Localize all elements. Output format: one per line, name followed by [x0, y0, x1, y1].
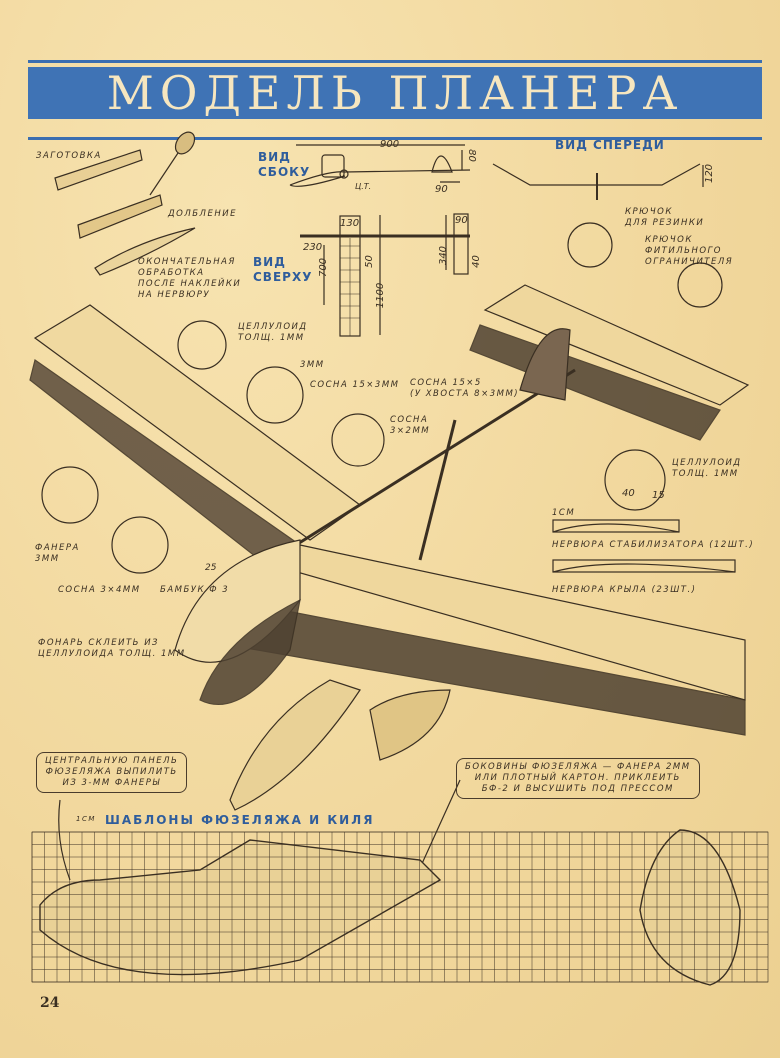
detail-pine-circle — [331, 413, 385, 467]
dim-celluloid-width: 15 — [652, 490, 665, 501]
front-view-drawing — [492, 163, 704, 200]
dim-half-span: 700 — [318, 257, 330, 278]
templates-heading: ШАБЛОНЫ ФЮЗЕЛЯЖА И КИЛЯ — [105, 813, 375, 827]
stab-rib-drawing — [552, 519, 680, 533]
label-pine-15x5: СОСНА 15×5(У ХВОСТА 8×3мм) — [410, 378, 520, 399]
wing-rib-drawing — [552, 559, 736, 573]
dim-wing-chord: 130 — [340, 218, 360, 229]
detail-hook-circle — [567, 222, 613, 268]
label-blank: ЗАГОТОВКА — [36, 151, 102, 161]
detail-spar-circle — [246, 366, 304, 424]
dim-length: 900 — [380, 139, 400, 150]
templates-scale: 1см — [76, 815, 96, 823]
label-chiseling: ДОЛБЛЕНИЕ — [168, 209, 237, 219]
label-wing-rib: НЕРВЮРА КРЫЛА (23шт.) — [552, 585, 697, 595]
dim-span: 1100 — [375, 282, 387, 309]
dim-fin-chord: 90 — [435, 184, 448, 195]
detail-celluloid2-circle — [604, 449, 666, 511]
dim-stab-chord: 90 — [455, 215, 468, 226]
side-view-drawing — [289, 144, 471, 187]
rib-blank-drawing — [54, 149, 143, 191]
label-stab-rib: НЕРВЮРА СТАБИЛИЗАТОРА (12шт.) — [552, 540, 755, 550]
dim-celluloid-length: 40 — [622, 488, 635, 499]
label-pine-3x4: СОСНА 3×4мм — [58, 585, 141, 595]
detail-limiter-circle — [677, 262, 723, 308]
dim-fin-height: 80 — [465, 149, 477, 162]
dim-rib-spacing: 50 — [363, 255, 375, 268]
fin-template — [639, 829, 741, 986]
detail-pine34-circle — [111, 516, 169, 574]
label-plywood: ФАНЕРА3мм — [35, 543, 80, 564]
fuselage-template — [39, 839, 442, 976]
cg-label: Ц.Т. — [355, 182, 372, 191]
dim-stab-span: 340 — [438, 245, 450, 266]
glider-main-drawing — [29, 284, 750, 811]
label-pine-15x3: СОСНА 15×3мм — [310, 380, 400, 390]
detail-celluloid-circle — [177, 320, 227, 370]
chisel-drawing — [77, 131, 196, 239]
top-view-drawing — [300, 213, 470, 337]
dim-nose-to-wing: 230 — [303, 242, 323, 253]
finished-rib-drawing — [94, 227, 196, 276]
title-banner: МОДЕЛЬ ПЛАНЕРА — [28, 60, 762, 140]
page-number: 24 — [40, 995, 60, 1011]
dim-stab-rib: 40 — [470, 255, 482, 268]
dim-bamboo-length: 25 — [205, 563, 217, 573]
detail-plywood-circle — [41, 466, 99, 524]
front-view-heading: ВИД СПЕРЕДИ — [555, 138, 665, 152]
callout-side-panels: БОКОВИНЫ ФЮЗЕЛЯЖА — ФАНЕРА 2ммИЛИ ПЛОТНЫ… — [456, 758, 700, 799]
dim-dihedral: 120 — [704, 163, 716, 184]
page-title: МОДЕЛЬ ПЛАНЕРА — [28, 66, 762, 120]
label-rib-scale: 1см — [552, 508, 576, 518]
label-bamboo: БАМБУК Ф 3 — [160, 585, 230, 595]
label-gap-3mm: 3мм — [300, 360, 325, 370]
